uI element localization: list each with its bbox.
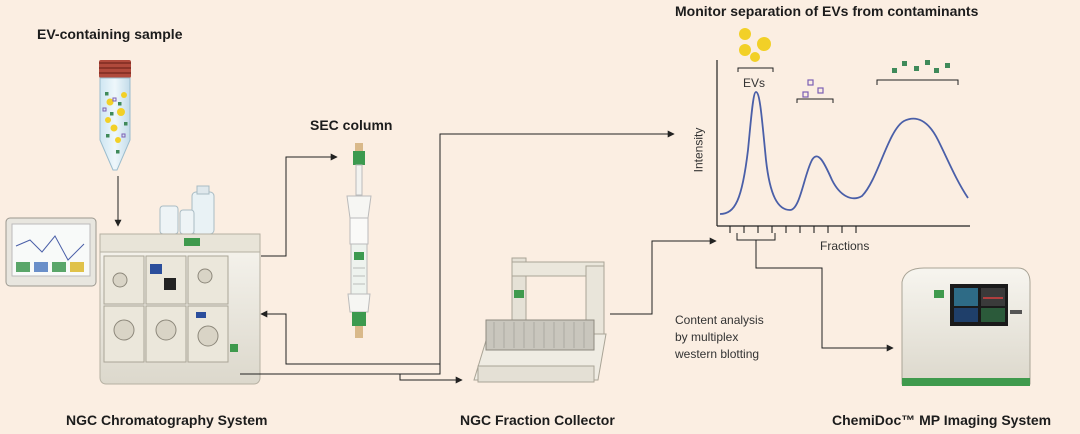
x-axis-label: Fractions xyxy=(820,239,870,253)
sec-column-label: SEC column xyxy=(310,117,393,133)
protein-bracket xyxy=(796,98,834,103)
arrow-fractions-to-imager xyxy=(755,240,894,352)
ngc-system-label: NGC Chromatography System xyxy=(66,412,268,428)
ngc-chromatography-system xyxy=(5,185,261,385)
ngc-fraction-collector xyxy=(473,257,607,383)
evs-label: EVs xyxy=(743,76,766,90)
contaminant-particles xyxy=(892,60,950,73)
monitor-title: Monitor separation of EVs from contamina… xyxy=(675,3,979,19)
protein-particles xyxy=(802,79,824,98)
arrow-to-monitor xyxy=(400,130,675,375)
content-analysis-line2: by multiplex xyxy=(675,330,739,344)
sample-tube xyxy=(99,60,131,171)
chemidoc-imaging-system xyxy=(901,267,1031,386)
elution-chart xyxy=(716,28,970,352)
arrow-system-to-collector xyxy=(240,373,463,384)
content-analysis-line3: western blotting xyxy=(675,347,760,361)
chemidoc-label: ChemiDoc™ MP Imaging System xyxy=(832,412,1052,428)
arrow-system-to-column xyxy=(261,153,338,257)
arrow-column-to-system xyxy=(260,310,440,365)
chromatogram-trace xyxy=(719,91,969,215)
sec-column xyxy=(346,143,372,338)
sample-label: EV-containing sample xyxy=(37,26,183,42)
ev-particles xyxy=(739,28,771,62)
ev-fraction-bracket xyxy=(736,233,776,241)
ev-bracket xyxy=(737,67,774,72)
contaminant-bracket xyxy=(876,79,959,85)
fraction-ticks xyxy=(729,226,857,233)
y-axis-label: Intensity xyxy=(691,127,706,173)
content-analysis-line1: Content analysis xyxy=(675,313,764,327)
arrow-collector-to-chart xyxy=(610,237,717,315)
fraction-collector-label: NGC Fraction Collector xyxy=(460,412,615,428)
